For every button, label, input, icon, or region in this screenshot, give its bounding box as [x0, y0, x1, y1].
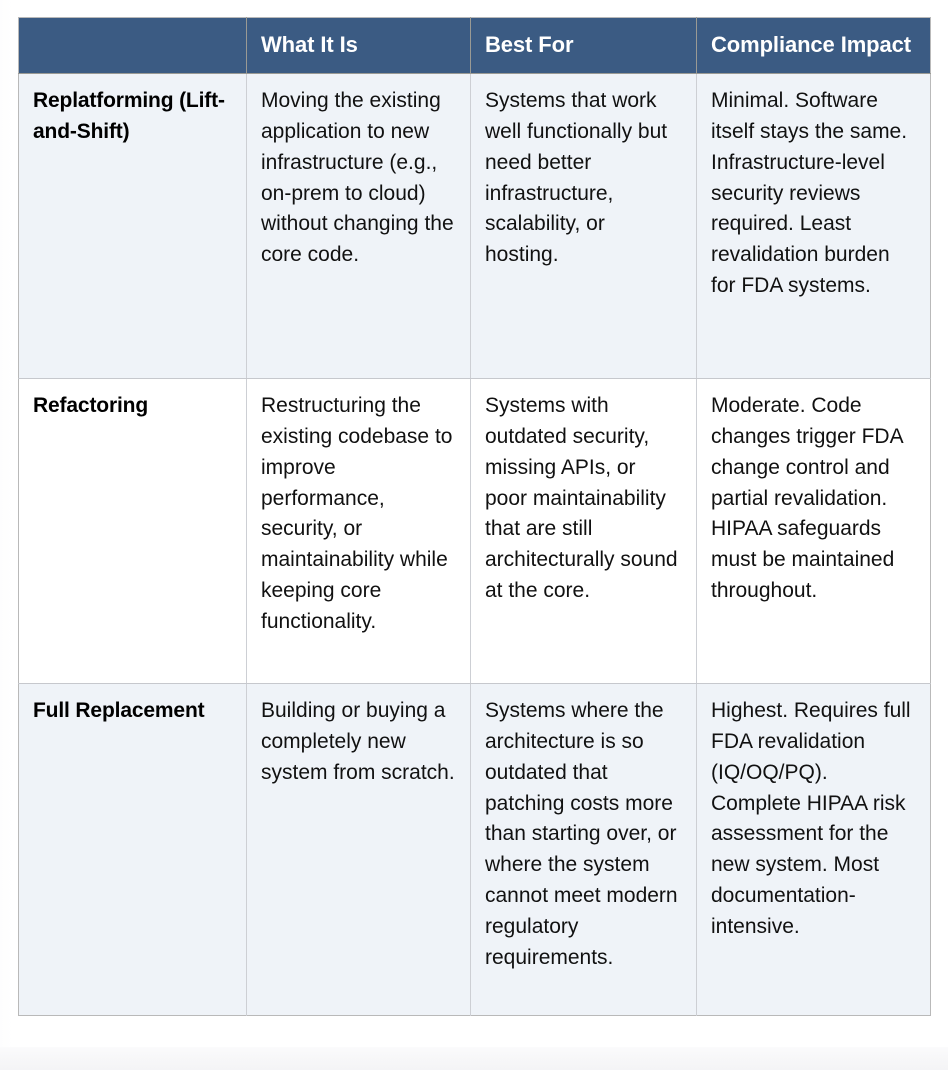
cell-replatforming-compliance-impact: Minimal. Software itself stays the same.… [696, 73, 931, 380]
column-header-best-for: Best For [470, 17, 697, 75]
row-header-replatforming: Replatforming (Lift-and-Shift) [18, 73, 247, 380]
column-header-approach [18, 17, 247, 75]
page-left-margin [0, 0, 18, 1070]
cell-replatforming-what-it-is: Moving the existing application to new i… [246, 73, 471, 380]
table-row: Refactoring Restructuring the existing c… [18, 378, 931, 685]
cell-full-replacement-best-for: Systems where the architecture is so out… [470, 683, 697, 1016]
modernization-approach-comparison-table: What It Is Best For Compliance Impact Re… [18, 17, 931, 1017]
table-header-row: What It Is Best For Compliance Impact [18, 17, 931, 75]
row-header-full-replacement: Full Replacement [18, 683, 247, 1016]
table-body: Replatforming (Lift-and-Shift) Moving th… [18, 73, 931, 1016]
cell-refactoring-compliance-impact: Moderate. Code changes trigger FDA chang… [696, 378, 931, 685]
cell-full-replacement-what-it-is: Building or buying a completely new syst… [246, 683, 471, 1016]
table-header: What It Is Best For Compliance Impact [18, 17, 931, 75]
cell-replatforming-best-for: Systems that work well functionally but … [470, 73, 697, 380]
table-row: Full Replacement Building or buying a co… [18, 683, 931, 1016]
cell-full-replacement-compliance-impact: Highest. Requires full FDA revalidation … [696, 683, 931, 1016]
column-header-compliance-impact: Compliance Impact [696, 17, 931, 75]
comparison-table-container: What It Is Best For Compliance Impact Re… [18, 17, 931, 1017]
table-row: Replatforming (Lift-and-Shift) Moving th… [18, 73, 931, 380]
cell-refactoring-best-for: Systems with outdated security, missing … [470, 378, 697, 685]
column-header-what-it-is: What It Is [246, 17, 471, 75]
page-footer-area [0, 1047, 948, 1070]
cell-refactoring-what-it-is: Restructuring the existing codebase to i… [246, 378, 471, 685]
row-header-refactoring: Refactoring [18, 378, 247, 685]
